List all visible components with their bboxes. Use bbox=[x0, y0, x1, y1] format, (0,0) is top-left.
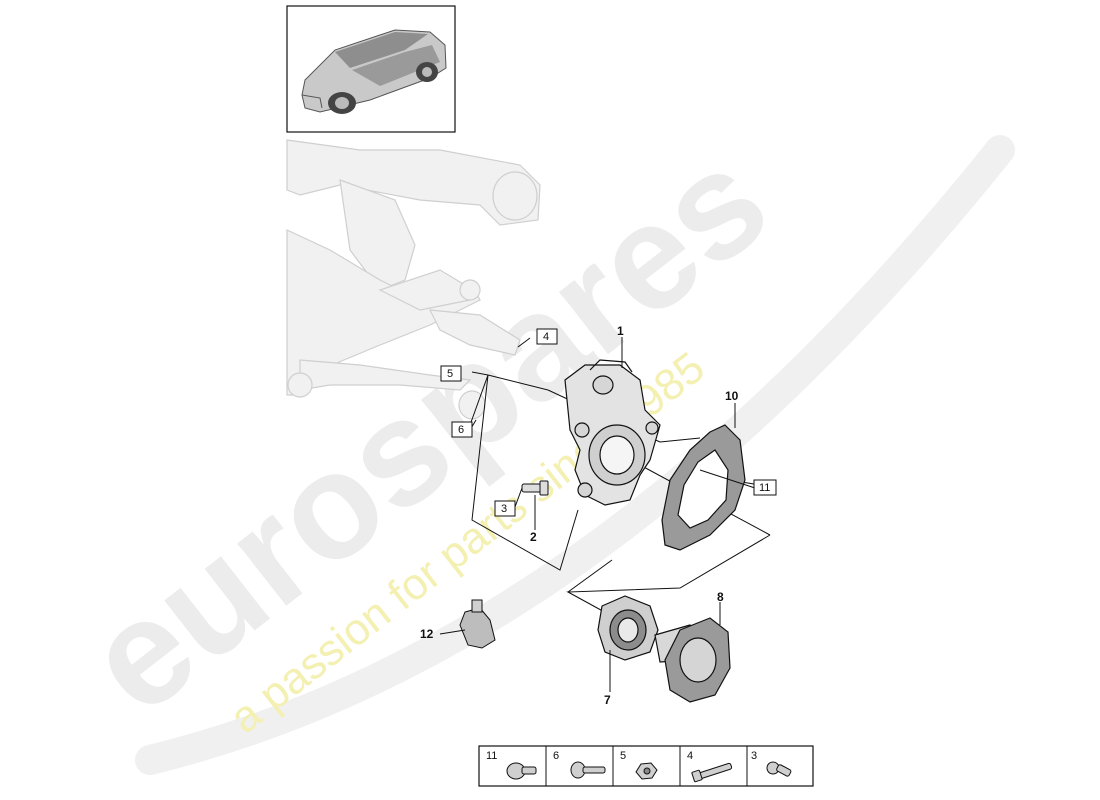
fastener-cell-5: 5 bbox=[620, 750, 658, 780]
brake-dust-shield-part bbox=[661, 424, 746, 551]
suv-icon bbox=[301, 29, 447, 114]
subframe-ghost bbox=[286, 139, 541, 420]
callout-6-box bbox=[451, 421, 473, 438]
fastener-number: 4 bbox=[687, 750, 693, 762]
fastener-number: 6 bbox=[553, 750, 559, 762]
long-bolt-icon bbox=[570, 761, 606, 779]
callout-4: 4 bbox=[543, 331, 549, 343]
callout-7: 7 bbox=[604, 693, 611, 707]
fastener-cell-3: 3 bbox=[751, 750, 792, 777]
fastener-number: 3 bbox=[751, 750, 757, 762]
socket-screw-icon bbox=[766, 761, 792, 777]
callout-10: 10 bbox=[725, 389, 739, 403]
threaded-bolt-icon bbox=[691, 762, 733, 783]
fastener-cell-11: 11 bbox=[486, 750, 537, 780]
fastener-cell-4: 4 bbox=[687, 750, 733, 783]
fastener-number: 5 bbox=[620, 750, 626, 762]
callout-5-box bbox=[440, 365, 462, 382]
flange-bolt-icon bbox=[506, 762, 537, 780]
wheel-hub-part bbox=[654, 617, 731, 703]
fastener-cell-6: 6 bbox=[553, 750, 606, 779]
callout-3: 3 bbox=[501, 503, 507, 515]
callouts: 1 2 3 4 5 6 7 8 10 11 12 bbox=[420, 324, 777, 707]
callout-8: 8 bbox=[717, 590, 724, 604]
callout-3-box bbox=[494, 500, 516, 517]
callout-6: 6 bbox=[458, 424, 464, 436]
wheel-bearing-part bbox=[597, 595, 659, 661]
callout-5: 5 bbox=[447, 368, 453, 380]
vehicle-thumbnail bbox=[286, 5, 456, 133]
callout-12: 12 bbox=[420, 627, 434, 641]
carrier-bolt-part bbox=[521, 480, 549, 496]
fastener-strip: 11 6 5 4 bbox=[478, 745, 814, 787]
speed-sensor-part bbox=[459, 599, 496, 649]
wheel-carrier-part bbox=[564, 359, 661, 506]
callout-2: 2 bbox=[530, 530, 537, 544]
callout-4-box bbox=[536, 328, 558, 345]
fastener-number: 11 bbox=[486, 750, 497, 762]
callout-11-box bbox=[753, 479, 777, 496]
callout-11: 11 bbox=[759, 482, 770, 494]
callout-1: 1 bbox=[617, 324, 624, 338]
hex-nut-icon bbox=[635, 762, 658, 780]
